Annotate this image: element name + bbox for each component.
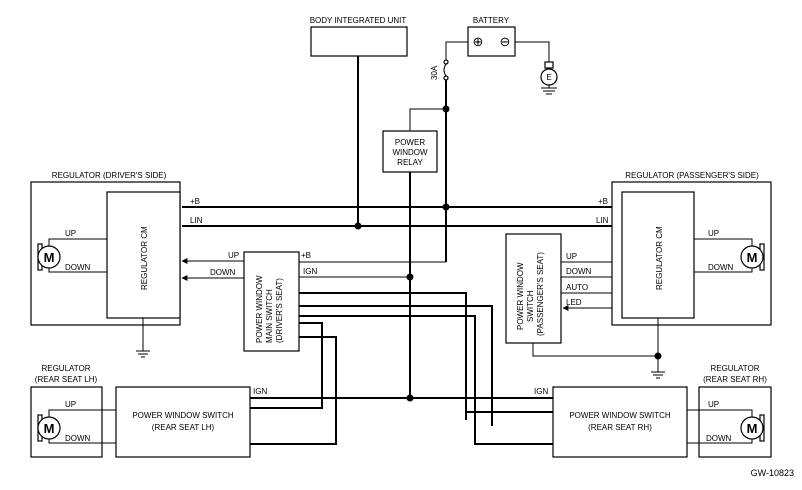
passenger-switch-box <box>505 233 562 344</box>
body-integrated-unit-box <box>310 26 408 57</box>
reg-driver-cm-box <box>106 191 181 319</box>
rear-rh-down-label: DOWN <box>706 434 732 443</box>
rear-rh-down-wire <box>687 439 753 444</box>
fuse-terminal-bottom <box>443 75 449 81</box>
passenger-led-label: LED <box>566 298 582 307</box>
junction-main-ign <box>406 273 414 281</box>
passenger-switch-ground-wire <box>532 343 658 357</box>
main-to-passenger-up-wire <box>299 292 553 413</box>
rear-rh-title-1: REGULATOR <box>710 364 759 373</box>
battery-label: BATTERY <box>473 16 510 25</box>
main-switch-ign: IGN <box>303 267 317 276</box>
battery-ground-wire <box>515 41 550 62</box>
rear-lh-ign-label: IGN <box>253 387 267 396</box>
rear-lh-down-label: DOWN <box>65 434 91 443</box>
rear-rh-switch-box <box>552 386 688 458</box>
passenger-down-label: DOWN <box>566 267 592 276</box>
rear-lh-down-wire <box>48 439 116 444</box>
main-to-rear-lh-wire-b <box>250 336 337 445</box>
reg-passenger-plus-b: +B <box>598 197 608 206</box>
rear-rh-title-2: (REAR SEAT RH) <box>703 375 767 384</box>
battery-minus-icon: ⊖ <box>500 34 511 49</box>
relay-label-2: WINDOW <box>392 148 428 157</box>
main-to-rear-lh-wire-a <box>250 322 323 409</box>
reg-passenger-cm-label: REGULATOR CM <box>655 226 664 290</box>
reg-driver-plus-b: +B <box>190 197 200 206</box>
figure-id: GW-10823 <box>751 468 794 478</box>
fuse-rating-label: 30A <box>430 65 439 80</box>
reg-passenger-motor-label: M <box>747 250 758 265</box>
reg-driver-down-label: DOWN <box>65 263 91 272</box>
rear-lh-motor-label: M <box>44 421 55 436</box>
reg-driver-motor-label: M <box>44 250 55 265</box>
rear-rh-ign-label: IGN <box>534 387 548 396</box>
junction-passenger-ground <box>654 352 662 360</box>
body-integrated-unit-label: BODY INTEGRATED UNIT <box>310 16 407 25</box>
reg-passenger-up-label: UP <box>708 229 719 238</box>
main-switch-label-2: MAIN SWITCH <box>265 289 274 343</box>
rear-lh-title-1: REGULATOR <box>41 364 90 373</box>
junction-plus-b <box>442 203 450 211</box>
main-to-passenger-down-wire <box>299 305 493 426</box>
main-switch-label-1: POWER WINDOW <box>255 275 264 343</box>
junction-lin <box>354 222 362 230</box>
rear-lh-up-label: UP <box>65 400 76 409</box>
reg-passenger-motor-up-wire <box>694 238 753 246</box>
reg-driver-title: REGULATOR (DRIVER'S SIDE) <box>52 171 167 180</box>
rear-lh-switch-label-1: POWER WINDOW SWITCH <box>132 411 234 420</box>
reg-driver-motor-up-wire <box>48 238 107 246</box>
rear-rh-motor-label: M <box>747 421 758 436</box>
rear-rh-switch-label-1: POWER WINDOW SWITCH <box>569 411 671 420</box>
reg-driver-ground-icon <box>136 350 150 358</box>
main-to-rear-rh-up-wire <box>299 315 553 445</box>
junction-relay <box>442 105 450 113</box>
ground-e-symbol <box>541 85 557 95</box>
rear-lh-switch-label-2: (REAR SEAT LH) <box>152 423 215 432</box>
main-switch-plus-b: +B <box>301 251 311 260</box>
junction-rear-ign <box>406 394 414 402</box>
reg-driver-lin: LIN <box>190 216 203 225</box>
passenger-up-label: UP <box>566 252 577 261</box>
reg-passenger-cm-box <box>621 191 695 319</box>
passenger-auto-label: AUTO <box>566 283 588 292</box>
driver-up-signal-label: UP <box>228 251 239 260</box>
reg-passenger-motor-down-wire <box>694 268 753 273</box>
passenger-switch-label-3: (PASSENGER'S SEAT) <box>536 252 545 336</box>
rear-rh-up-label: UP <box>708 400 719 409</box>
main-switch-box <box>243 251 300 352</box>
rear-rh-up-wire <box>687 409 753 417</box>
fuse-terminal-top <box>443 59 449 65</box>
rear-lh-title-2: (REAR SEAT LH) <box>35 375 98 384</box>
reg-driver-cm-label: REGULATOR CM <box>140 226 149 290</box>
reg-passenger-ground-icon <box>651 371 665 379</box>
relay-label-1: POWER <box>395 138 425 147</box>
relay-label-3: RELAY <box>397 158 423 167</box>
driver-down-signal-label: DOWN <box>210 268 236 277</box>
battery-plus-icon: ⊕ <box>473 34 484 49</box>
reg-passenger-title: REGULATOR (PASSENGER'S SIDE) <box>625 171 759 180</box>
rear-rh-switch-label-2: (REAR SEAT RH) <box>588 423 652 432</box>
rear-lh-switch-box <box>115 386 251 458</box>
reg-passenger-lin: LIN <box>596 216 609 225</box>
reg-driver-motor-down-wire <box>48 268 107 273</box>
fuse-link <box>443 63 447 77</box>
relay-feed-wire <box>409 108 446 131</box>
passenger-switch-label-1: POWER WINDOW <box>516 262 525 330</box>
main-switch-label-3: (DRIVER'S SEAT) <box>275 278 284 343</box>
reg-passenger-down-label: DOWN <box>708 263 734 272</box>
ground-e-label: E <box>546 73 551 82</box>
ground-connector <box>544 61 554 69</box>
rear-lh-up-wire <box>48 409 116 417</box>
passenger-switch-label-2: SWITCH <box>526 290 535 322</box>
reg-driver-up-label: UP <box>65 229 76 238</box>
fuse-upper-wire <box>445 41 468 60</box>
